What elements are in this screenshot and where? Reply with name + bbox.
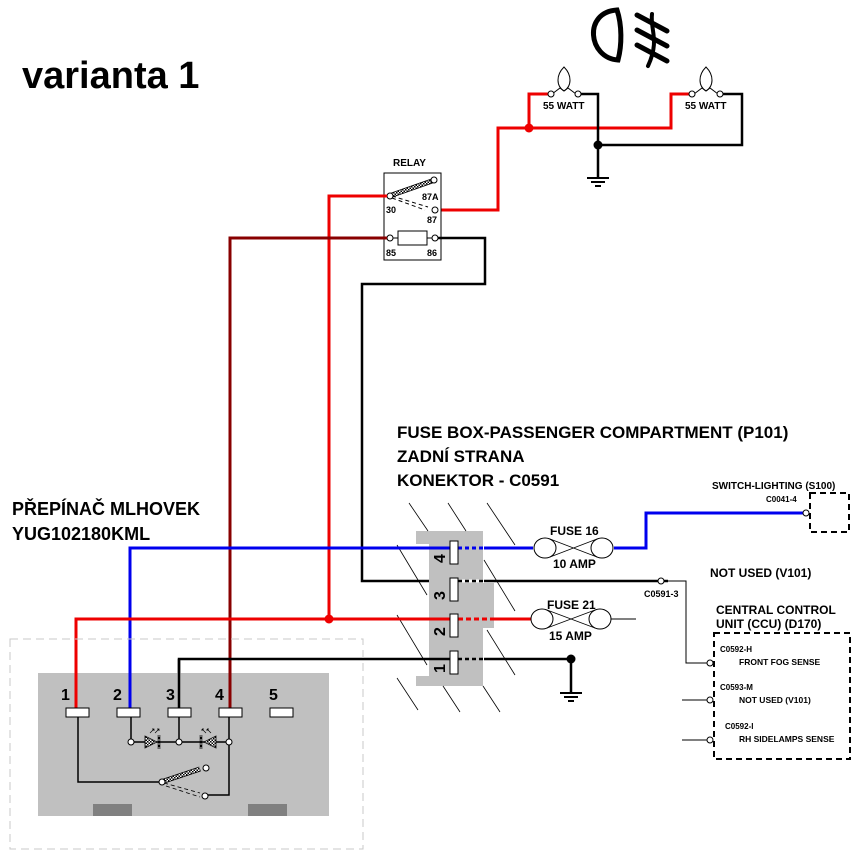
ccu-box [713,632,851,760]
relay: 30 87A 87 85 86 [383,172,442,261]
wire-lamp1-ground [580,92,600,178]
fuse-pin-2: 2 [432,627,449,636]
fuse-box-title: FUSE BOX-PASSENGER COMPARTMENT (P101) [397,423,788,442]
led-icon [144,728,161,749]
fuse-21-name: FUSE 21 [547,598,596,612]
relay-label: RELAY [393,158,426,169]
wire-relay85-darkred [228,236,387,712]
led-icon [199,728,217,749]
wire-relay87-to-lamps [437,92,690,212]
ccu-pins: C0592-H FRONT FOG SENSE C0593-M NOT USED… [682,645,835,744]
wire-ground [484,657,573,693]
connector-pin [802,509,810,517]
ccu-title-line1: CENTRAL CONTROL [716,603,836,617]
front-fog-lamp-icon [590,7,670,68]
relay-terminal-30: 30 [386,205,396,215]
ground-icon [587,177,609,187]
wire-blue-switch-to-fuse16 [128,546,450,712]
ccu-pin-name: NOT USED (V101) [739,695,811,705]
not-used-label: NOT USED (V101) [710,566,811,580]
switch-node [127,738,135,746]
fuse-box-connector: KONEKTOR - C0591 [397,471,559,490]
switch-part-number: YUG102180KML [12,524,150,544]
ccu-pin-name: RH SIDELAMPS SENSE [739,734,835,744]
ccu-pin-connector: C0592-I [725,722,753,731]
junction-dot [566,654,576,664]
switch-mount-tab [248,804,287,816]
switch-node [225,738,233,746]
fuse-pin-3: 3 [432,591,449,600]
switch-body [38,673,329,816]
switch-node [175,738,183,746]
ccu-pin-name: FRONT FOG SENSE [739,657,821,667]
wire-blue-fuse16-to-switch-lighting [614,511,804,550]
wire-relay86-black [360,236,668,583]
switch-mount-tab [93,804,132,816]
switch-outline [9,638,364,850]
wire-lamp2-ground [598,92,744,147]
switch-contact [158,764,210,800]
fuse-16: FUSE 16 10 AMP [533,524,614,571]
lamp-wattage: 55 WATT [543,101,584,112]
switch-lighting-box [809,492,850,533]
ccu-pin-connector: C0592-H [720,645,752,654]
wire-relay30-red [327,194,387,619]
relay-terminal-86: 86 [427,248,437,258]
junction-dot [524,123,534,133]
switch-lighting-connector: C0041-4 [766,495,797,504]
switch-pin-4: 4 [215,687,224,704]
wire-to-ccu-front-fog [664,580,708,664]
ccu-title-line2: UNIT (CCU) (D170) [716,617,821,631]
junction-dot [593,140,603,150]
fuse-21: FUSE 21 15 AMP [530,598,612,643]
relay-terminal-87a: 87A [422,192,439,202]
ground-icon [560,692,582,702]
fuse-pin-4: 4 [432,554,449,563]
lamp-wattage: 55 WATT [685,101,726,112]
fuse-pin-1: 1 [432,664,449,673]
switch-pin-1: 1 [61,687,70,704]
junction-dot [324,614,334,624]
fuse-16-rating: 10 AMP [553,557,596,571]
wire-lamp1-feed [527,92,548,128]
fog-lamp-right: 55 WATT [685,66,726,112]
ccu-pin-connector: C0593-M [720,683,753,692]
switch-lighting-label: SWITCH-LIGHTING (S100) [712,481,835,492]
fog-lamp-left: 55 WATT [543,66,584,112]
switch-title: PŘEPÍNAČ MLHOVEK [12,498,200,519]
page-title: varianta 1 [22,55,199,97]
relay-terminal-85: 85 [386,248,396,258]
connector-c0591-3-label: C0591-3 [644,589,679,599]
switch-pins: 1 2 3 4 5 [61,687,294,718]
relay-terminal-87: 87 [427,215,437,225]
fuse-16-name: FUSE 16 [550,524,599,538]
switch-pin-2: 2 [113,687,122,704]
fuse-21-rating: 15 AMP [549,629,592,643]
fuse-box-connector-body [396,502,516,713]
fuse-box-subtitle: ZADNÍ STRANA [397,447,525,466]
switch-pin-5: 5 [269,687,278,704]
switch-pin-3: 3 [166,687,175,704]
fuse-box-pins: 4 3 2 1 [432,540,459,675]
